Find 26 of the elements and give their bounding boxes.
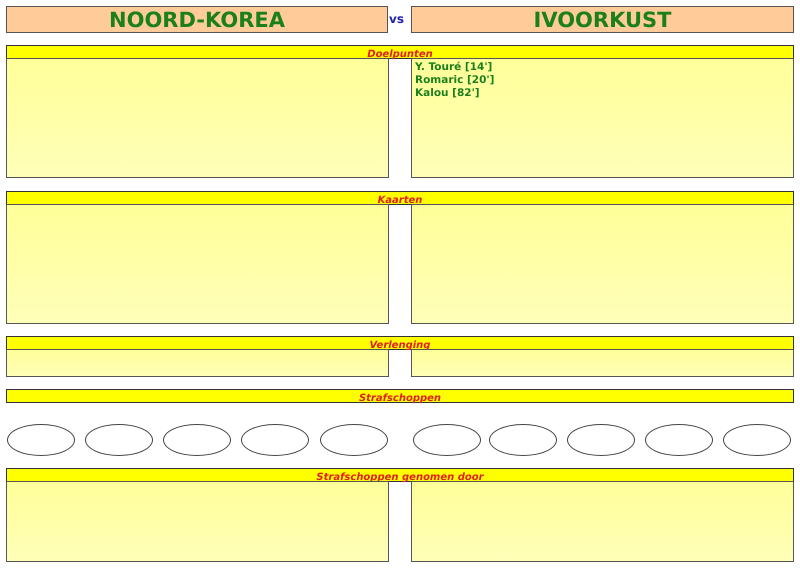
section-title: Doelpunten xyxy=(367,49,433,60)
section-panel xyxy=(6,204,389,324)
goal-scorer: Romaric [20'] xyxy=(415,74,496,87)
section-title: Verlenging xyxy=(370,340,430,351)
section-header-bar xyxy=(6,45,794,59)
section-header-bar xyxy=(6,191,794,205)
team-name-banner xyxy=(6,6,388,33)
goal-scorer: Y. Touré [14'] xyxy=(415,61,494,74)
team-name-banner xyxy=(411,6,794,33)
section-header-bar xyxy=(6,389,794,403)
section-panel xyxy=(411,481,794,562)
team-name: NOORD-KOREA xyxy=(109,8,285,32)
section-panel xyxy=(6,58,389,178)
goal-scorer: Kalou [82'] xyxy=(415,87,481,100)
section-panel xyxy=(411,204,794,324)
section-panel xyxy=(6,481,389,562)
versus-label: vs xyxy=(389,12,404,26)
team-name: IVOORKUST xyxy=(534,8,672,32)
section-title: Strafschoppen xyxy=(358,393,442,404)
section-title: Kaarten xyxy=(378,195,422,206)
section-header-bar xyxy=(6,336,794,350)
section-header-bar xyxy=(6,468,794,482)
section-title: Strafschoppen genomen door xyxy=(316,472,484,483)
section-panel xyxy=(411,58,794,178)
section-panel xyxy=(411,349,794,377)
section-panel xyxy=(6,349,389,377)
